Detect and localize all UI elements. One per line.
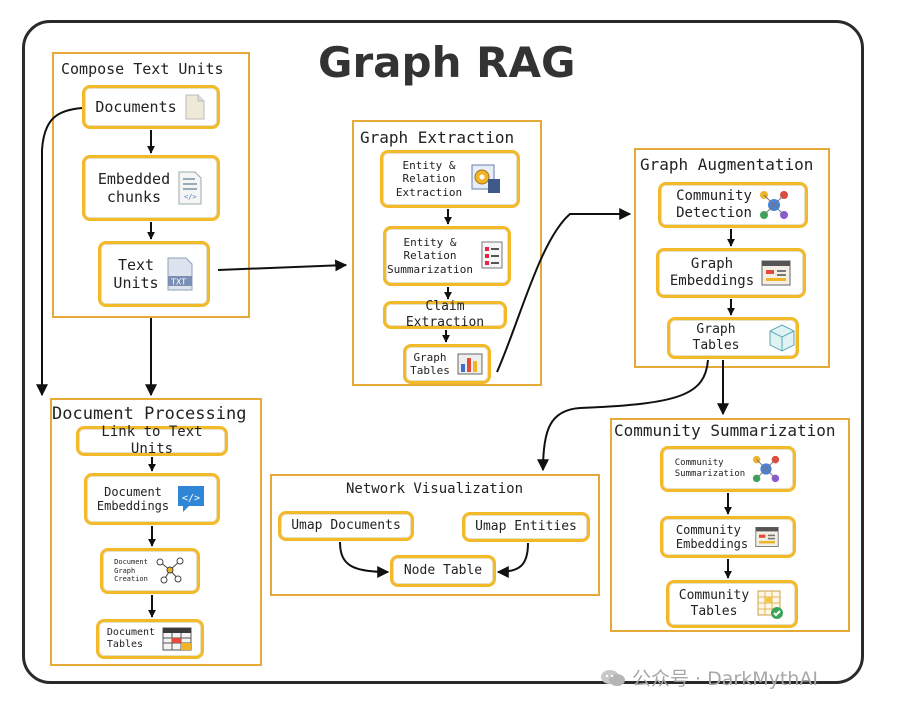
- group-title-community: Community Summarization: [614, 421, 836, 440]
- node-label: Document Tables: [106, 627, 156, 650]
- svg-text:</>: </>: [182, 493, 200, 504]
- node-document-tables: Document Tables: [96, 619, 204, 659]
- node-label: Community Summarization: [674, 458, 746, 479]
- node-documents: Documents: [82, 85, 220, 129]
- node-umap-entities: Umap Entities: [462, 512, 590, 542]
- code-bubble-icon: </>: [175, 483, 207, 515]
- network-people-icon: [758, 189, 790, 221]
- group-title-extraction: Graph Extraction: [360, 128, 515, 147]
- node-label: Community Detection: [676, 188, 752, 221]
- table-check-icon: [755, 588, 785, 620]
- node-node-table: Node Table: [390, 555, 496, 587]
- node-label: Umap Entities: [475, 519, 577, 535]
- node-label: Umap Documents: [291, 518, 401, 534]
- node-text-units: Text Units TXT: [98, 241, 210, 307]
- graph-nodes-icon: [154, 556, 186, 586]
- node-label: Document Graph Creation: [114, 558, 148, 584]
- watermark-text: 公众号 · DarkMythAI: [632, 668, 818, 690]
- node-label: Entity & Relation Extraction: [395, 159, 463, 199]
- dashboard-icon: [754, 525, 780, 549]
- node-label: Text Units: [113, 256, 159, 292]
- node-graph-embeddings: Graph Embeddings: [656, 248, 806, 298]
- node-community-detection: Community Detection: [658, 182, 808, 228]
- node-label: Documents: [95, 98, 177, 116]
- node-document-graph-creation: Document Graph Creation: [100, 548, 200, 594]
- node-umap-documents: Umap Documents: [278, 511, 414, 541]
- node-label: Node Table: [403, 563, 483, 579]
- node-graph-tables-augmentation: Graph Tables: [667, 317, 799, 359]
- node-community-summarization: Community Summarization: [660, 446, 796, 492]
- node-document-embeddings: Document Embeddings </>: [84, 473, 220, 525]
- node-graph-tables-extraction: Graph Tables: [403, 344, 491, 384]
- node-community-tables: Community Tables: [666, 580, 798, 628]
- document-icon: [183, 93, 207, 121]
- node-label: Community Tables: [678, 588, 750, 619]
- diagram-title: Graph RAG: [318, 38, 576, 87]
- node-label: Entity & Relation Summarization: [386, 236, 474, 276]
- checklist-icon: [479, 240, 507, 272]
- node-entity-relation-extraction: Entity & Relation Extraction: [380, 150, 520, 208]
- node-entity-relation-summarization: Entity & Relation Summarization: [383, 226, 511, 286]
- network-people-icon: [751, 454, 781, 484]
- txt-file-icon: TXT: [165, 256, 195, 292]
- gear-table-icon: [468, 161, 504, 197]
- wechat-icon: [601, 669, 625, 686]
- code-file-icon: </>: [176, 170, 204, 206]
- node-label: Link to Text Units: [101, 424, 203, 457]
- node-label: Document Embeddings: [96, 484, 170, 513]
- dashboard-icon: [760, 258, 792, 288]
- node-label: Graph Tables: [410, 350, 450, 377]
- bar-chart-icon: [456, 350, 484, 378]
- node-label: Claim Extraction: [405, 299, 485, 330]
- cube-icon: [768, 323, 796, 353]
- svg-text:</>: </>: [184, 193, 197, 201]
- node-label: Graph Embeddings: [669, 256, 755, 289]
- node-label: Graph Tables: [692, 322, 740, 353]
- svg-text:TXT: TXT: [170, 278, 186, 287]
- node-label: Community Embeddings: [675, 522, 749, 551]
- node-link-to-text-units: Link to Text Units: [76, 424, 228, 457]
- table-icon: [161, 625, 193, 653]
- group-title-docproc: Document Processing: [52, 404, 247, 424]
- node-claim-extraction: Claim Extraction: [383, 299, 507, 330]
- watermark: 公众号 · DarkMythAI: [600, 664, 818, 691]
- node-embedded-chunks: Embedded chunks </>: [82, 155, 220, 221]
- group-title-compose: Compose Text Units: [61, 60, 224, 78]
- node-community-embeddings: Community Embeddings: [660, 516, 796, 558]
- node-label: Embedded chunks: [97, 170, 171, 206]
- group-title-netvis: Network Visualization: [346, 481, 524, 497]
- group-title-augmentation: Graph Augmentation: [640, 155, 814, 174]
